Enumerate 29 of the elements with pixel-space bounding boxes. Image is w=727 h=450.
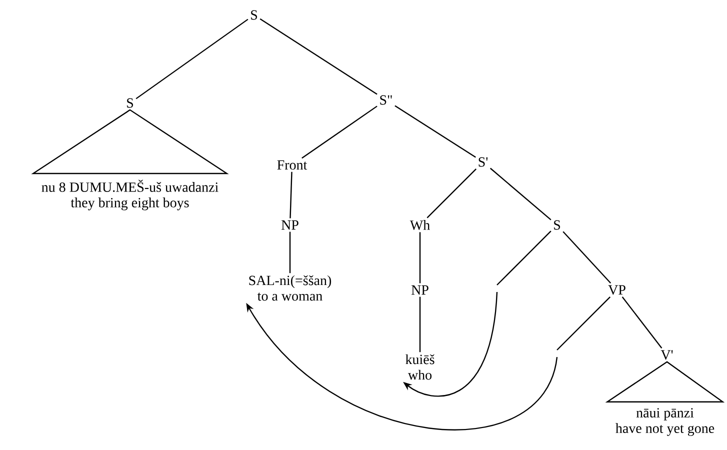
- category-label: NP: [281, 220, 298, 230]
- branch-line: [260, 18, 378, 95]
- category-label: Front: [277, 160, 308, 170]
- category-label: S': [478, 157, 488, 167]
- branch-line: [562, 231, 612, 284]
- branch-line: [426, 168, 477, 218]
- branch-line: [490, 168, 552, 220]
- tree-leaf-text: SAL-ni(=ššan) to a woman: [249, 275, 332, 301]
- tree-leaf-text: nu 8 DUMU.MEŠ-uš uwadanzi they bring eight boys: [42, 180, 218, 210]
- category-label: S: [251, 10, 258, 20]
- tree-leaf-text: nāui pānzi have not yet gone: [616, 408, 714, 436]
- category-label: S": [380, 95, 392, 105]
- branch-line: [302, 106, 378, 159]
- branch-line: [419, 296, 421, 352]
- category-label: NP: [411, 285, 428, 295]
- category-label: VP: [608, 285, 626, 295]
- branch-line: [289, 232, 291, 274]
- category-label: V': [660, 350, 673, 360]
- branch-line: [419, 232, 421, 284]
- tree-leaf-text: kuiēš who: [406, 354, 434, 380]
- branch-line: [394, 105, 476, 158]
- category-label: S: [554, 220, 560, 230]
- category-label: Wh: [410, 220, 430, 230]
- branch-line: [290, 172, 292, 218]
- branch-line: [496, 230, 552, 286]
- branch-line: [556, 296, 611, 350]
- category-label: S: [127, 98, 134, 108]
- branch-line: [622, 296, 662, 348]
- branch-line: [136, 18, 248, 100]
